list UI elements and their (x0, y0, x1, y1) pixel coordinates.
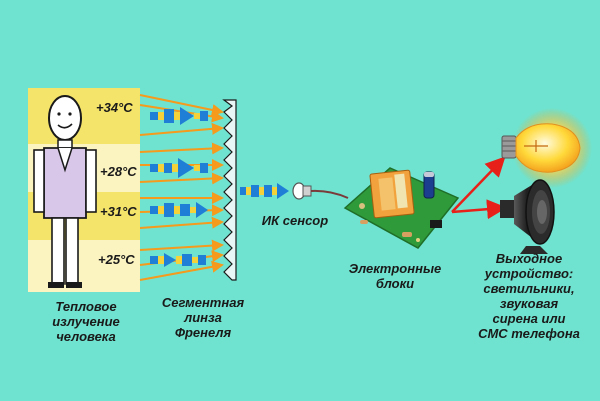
ir-wave-packets (150, 107, 208, 267)
circuit-board-icon (343, 167, 460, 249)
light-bulb-icon (501, 108, 592, 188)
fresnel-lens-icon (222, 99, 237, 281)
output-arrows (451, 156, 507, 220)
siren-speaker-icon (500, 179, 555, 254)
temp-label-4: +25°C (98, 252, 135, 267)
caption-fresnel-lens: Сегментная линза Френеля (161, 295, 245, 340)
sensor-signal (240, 183, 289, 199)
caption-human-radiation: Тепловое излучение человека (52, 299, 120, 344)
caption-electronic-blocks: Электронные блоки (348, 261, 442, 291)
temp-label-2: +28°C (100, 164, 137, 179)
person-figure (33, 95, 97, 288)
temp-label-3: +31°C (100, 204, 137, 219)
ir-sensor-icon (292, 182, 349, 200)
temp-label-1: +34°C (96, 100, 133, 115)
caption-output-devices: Выходное устройство: светильники, звуков… (478, 251, 580, 341)
caption-ir-sensor: ИК сенсор (261, 213, 329, 228)
